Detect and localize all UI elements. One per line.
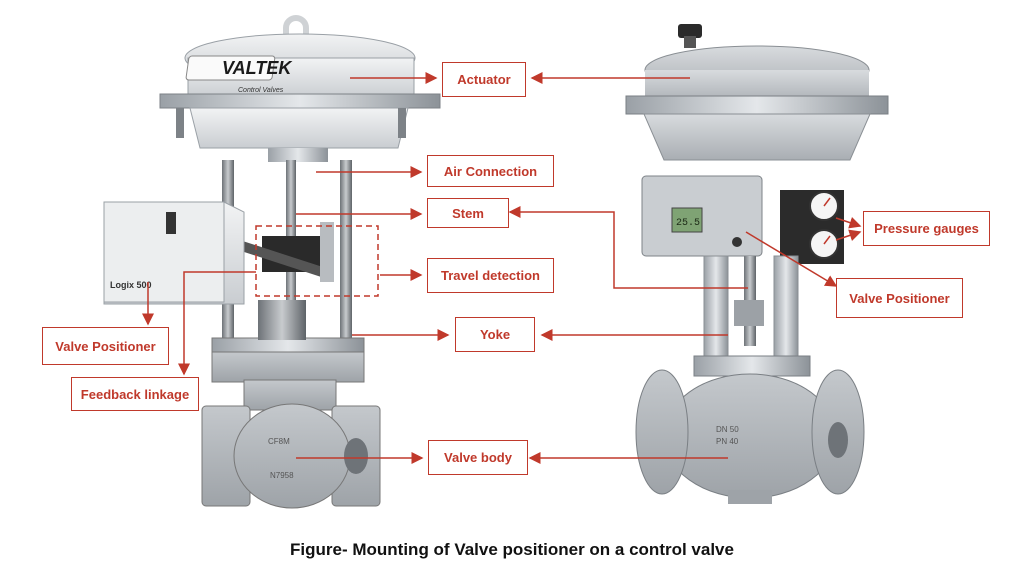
label-yoke: Yoke <box>455 317 535 352</box>
label-pressure-gauges: Pressure gauges <box>863 211 990 246</box>
label-feedback-linkage: Feedback linkage <box>71 377 199 411</box>
left-control-valve: VALTEK Control Valves Logix 500 <box>103 14 441 509</box>
right-body-mark-1: DN 50 <box>716 425 739 434</box>
positioner-display-value: 25.5 <box>676 218 700 229</box>
right-yoke <box>693 255 811 377</box>
label-valve-positioner-left: Valve Positioner <box>42 327 169 365</box>
figure-caption: Figure- Mounting of Valve positioner on … <box>290 540 734 559</box>
label-stem: Stem <box>427 198 509 228</box>
left-travel-linkage <box>240 222 334 282</box>
travel-detection-box <box>255 225 379 297</box>
right-pressure-gauges <box>780 190 844 264</box>
label-valve-positioner-right: Valve Positioner <box>836 278 963 318</box>
leader-arrows <box>142 72 862 464</box>
arrow-feedback-linkage <box>178 271 256 376</box>
arrow-gauge-bottom <box>835 229 862 242</box>
right-positioner: 25.5 <box>641 175 763 257</box>
left-actuator: VALTEK Control Valves <box>159 14 441 162</box>
arrow-positioner-right <box>745 231 838 287</box>
arrow-gauge-top <box>835 216 862 229</box>
arrow-stem-right <box>508 206 748 289</box>
left-body-mark-2: N7958 <box>270 471 294 480</box>
left-valve-body: CF8M N7958 <box>201 300 381 509</box>
valtek-brand-sub: Control Valves <box>238 87 284 94</box>
logix-model-text: Logix 500 <box>110 280 152 290</box>
right-valve-body: DN 50 PN 40 <box>635 369 865 504</box>
label-actuator: Actuator <box>442 62 526 97</box>
label-air-connection: Air Connection <box>427 155 554 187</box>
right-actuator <box>625 24 889 161</box>
left-positioner: Logix 500 <box>103 201 245 305</box>
left-body-mark-1: CF8M <box>268 437 290 446</box>
valtek-brand-text: VALTEK <box>222 58 293 78</box>
label-valve-body: Valve body <box>428 440 528 475</box>
label-travel-detection: Travel detection <box>427 258 554 293</box>
right-control-valve: 25.5 DN 50 PN 40 <box>625 24 889 504</box>
right-body-mark-2: PN 40 <box>716 437 739 446</box>
